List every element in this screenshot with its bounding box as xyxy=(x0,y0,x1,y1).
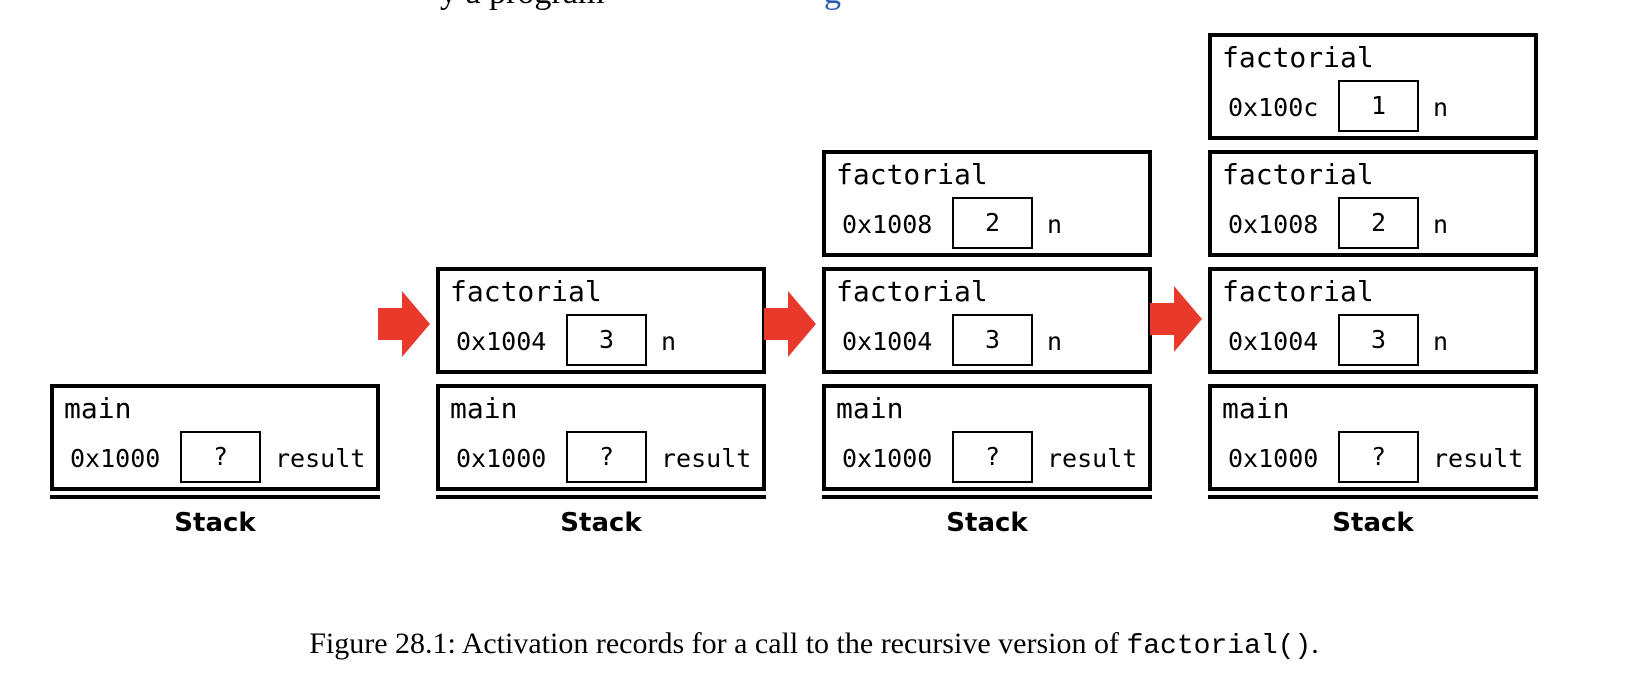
header-fragment-right: g xyxy=(824,0,841,12)
arrow-right-icon xyxy=(764,291,816,357)
cropped-header-text: y a program g xyxy=(0,0,1628,18)
variable-name: n xyxy=(1433,327,1449,356)
stack-label: Stack xyxy=(1332,508,1414,538)
stack-base-line xyxy=(822,495,1152,499)
value-box: 3 xyxy=(1338,314,1419,366)
variable-name: n xyxy=(1433,93,1449,122)
header-fragment-left: y a program xyxy=(440,0,604,12)
caption-prefix: Figure 28.1: Activation records for a ca… xyxy=(309,627,1127,660)
stack-base-line xyxy=(436,495,766,499)
value-box: ? xyxy=(952,431,1033,483)
arrow-right-icon xyxy=(1150,286,1202,352)
value-box: 3 xyxy=(952,314,1033,366)
caption-suffix: . xyxy=(1311,627,1319,660)
function-name: main xyxy=(836,392,904,425)
memory-address: 0x1008 xyxy=(842,210,933,239)
memory-address: 0x1004 xyxy=(1228,327,1319,356)
activation-record: main 0x1000? result xyxy=(436,384,766,491)
variable-name: result xyxy=(275,444,366,473)
memory-address: 0x1000 xyxy=(70,444,161,473)
activation-record: main 0x1000? result xyxy=(1208,384,1538,491)
function-name: factorial xyxy=(1222,275,1374,308)
value-box: 1 xyxy=(1338,80,1419,132)
memory-address: 0x1000 xyxy=(1228,444,1319,473)
memory-address: 0x1008 xyxy=(1228,210,1319,239)
stack-label: Stack xyxy=(174,508,256,538)
function-name: main xyxy=(64,392,132,425)
value-box: 3 xyxy=(566,314,647,366)
activation-record: main 0x1000? result xyxy=(822,384,1152,491)
memory-address: 0x1000 xyxy=(842,444,933,473)
function-name: factorial xyxy=(836,158,988,191)
value-box: 2 xyxy=(1338,197,1419,249)
function-name: main xyxy=(1222,392,1290,425)
variable-name: n xyxy=(661,327,677,356)
function-name: factorial xyxy=(1222,158,1374,191)
variable-name: result xyxy=(661,444,752,473)
stack-base-line xyxy=(1208,495,1538,499)
variable-name: n xyxy=(1047,327,1063,356)
memory-address: 0x1004 xyxy=(842,327,933,356)
function-name: factorial xyxy=(450,275,602,308)
function-name: factorial xyxy=(1222,41,1374,74)
caption-code: factorial() xyxy=(1126,631,1312,662)
value-box: ? xyxy=(180,431,261,483)
stack-base-line xyxy=(50,495,380,499)
stack-label: Stack xyxy=(560,508,642,538)
value-box: ? xyxy=(1338,431,1419,483)
arrow-right-icon xyxy=(378,291,430,357)
variable-name: result xyxy=(1047,444,1138,473)
variable-name: result xyxy=(1433,444,1524,473)
memory-address: 0x1004 xyxy=(456,327,547,356)
figure-caption: Figure 28.1: Activation records for a ca… xyxy=(0,627,1628,662)
variable-name: n xyxy=(1433,210,1449,239)
function-name: main xyxy=(450,392,518,425)
memory-address: 0x1000 xyxy=(456,444,547,473)
stack-label: Stack xyxy=(946,508,1028,538)
value-box: 2 xyxy=(952,197,1033,249)
memory-address: 0x100c xyxy=(1228,93,1319,122)
function-name: factorial xyxy=(836,275,988,308)
activation-record: main 0x1000? result xyxy=(50,384,380,491)
variable-name: n xyxy=(1047,210,1063,239)
value-box: ? xyxy=(566,431,647,483)
